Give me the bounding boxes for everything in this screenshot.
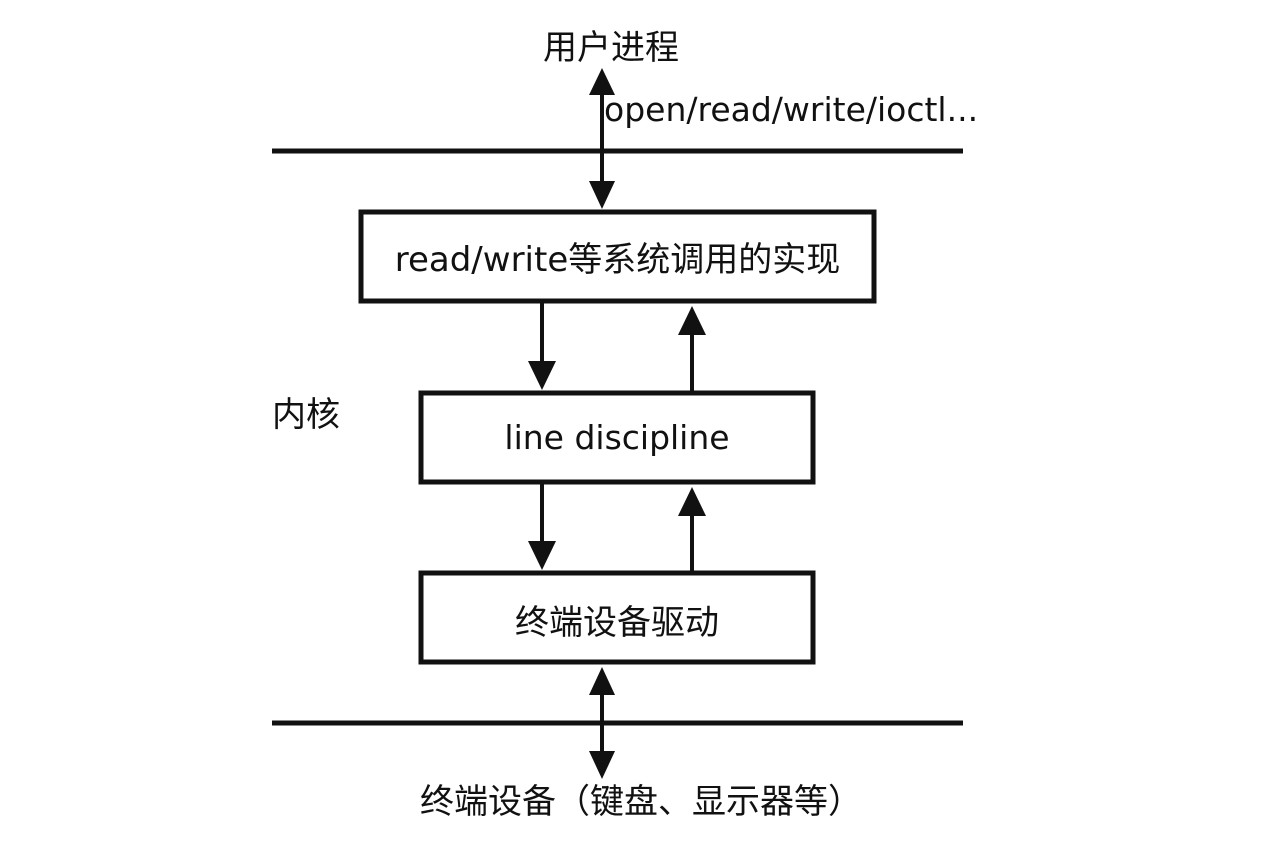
line-discipline-box-label: line discipline (504, 418, 730, 457)
syscall-list-label: open/read/write/ioctl... (604, 90, 979, 129)
driver-to-ldisc-arrow-head (678, 487, 706, 516)
terminal-device-label: 终端设备（键盘、显示器等） (420, 782, 862, 822)
driver-device-arrow-down-head (589, 751, 615, 779)
tty-driver-box-label: 终端设备驱动 (515, 603, 719, 643)
syscall-impl-box-label: read/write等系统调用的实现 (394, 240, 841, 280)
syscall-impl-box (358, 209, 877, 304)
user-syscall-arrow-up-head (589, 68, 615, 95)
user-process-label: 用户进程 (543, 28, 679, 68)
ldisc-to-syscall-arrow-head (678, 306, 706, 335)
tty-driver-box (418, 570, 816, 665)
syscall-to-ldisc-arrow-head (528, 361, 556, 390)
line-discipline-box (418, 390, 816, 485)
kernel-label: 内核 (272, 395, 340, 435)
driver-device-arrow-up-head (589, 667, 615, 695)
user-syscall-arrow-down-head (589, 181, 615, 209)
ldisc-to-driver-arrow-head (528, 541, 556, 570)
